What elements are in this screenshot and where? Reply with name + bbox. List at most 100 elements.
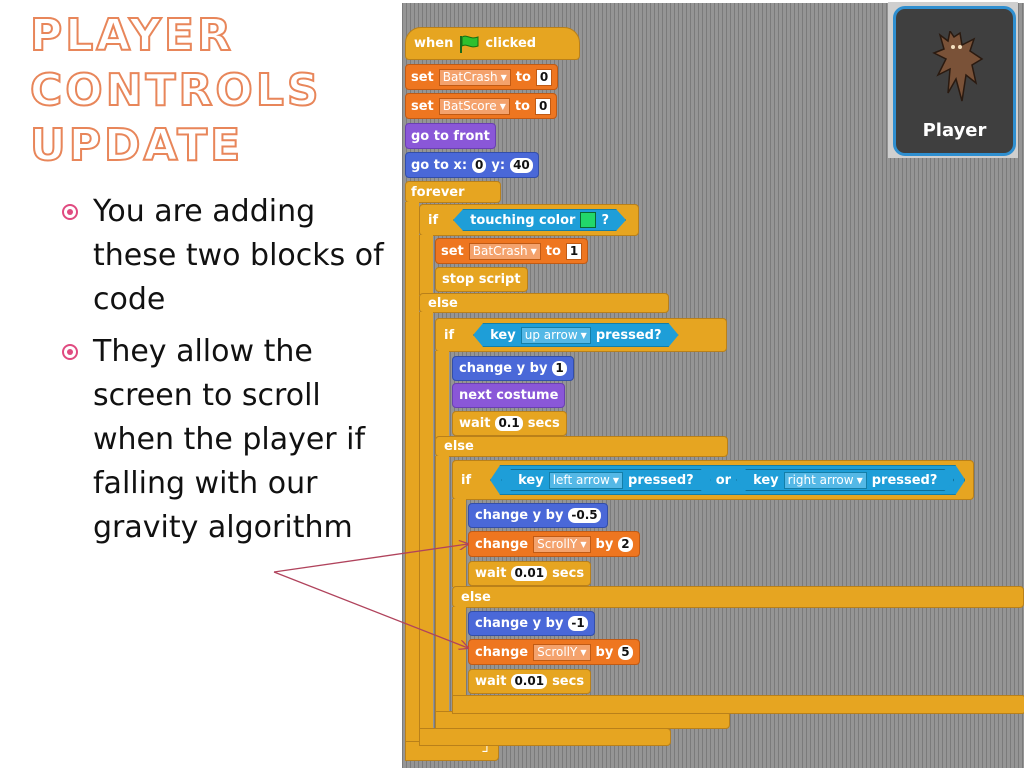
key-dropdown[interactable]: left arrow▼ [549,472,623,489]
wait-fall-block[interactable]: wait 0.01 secs [468,669,592,694]
by-label: by [595,536,614,552]
bullet-item: They allow the screen to scroll when the… [62,330,397,550]
var-dropdown[interactable]: ScrollY▼ [533,643,591,661]
else-label: else [444,439,474,454]
change-y-up-block[interactable]: change y by 1 [452,356,574,381]
wait-input[interactable]: 0.01 [511,566,548,581]
set-label: set [411,69,434,85]
var-name: ScrollY [537,536,578,551]
if-up-arrow-block[interactable]: if key up arrow▼ pressed? [435,318,727,352]
pressed-label: pressed? [628,472,694,488]
secs-label: secs [552,674,585,689]
else-label: else [428,295,458,311]
bullet-text: You are adding these two blocks of code [93,194,384,317]
if-left-right-arm [452,499,466,587]
secs-label: secs [527,416,560,431]
var-dropdown[interactable]: BatScore▼ [438,97,510,115]
set-label: set [441,243,464,259]
change-scrolly-lr-block[interactable]: change ScrollY▼ by 2 [468,531,640,557]
set-batcrash-block[interactable]: set BatCrash▼ to 0 [405,64,559,90]
key-label: key [518,472,544,488]
key-dropdown[interactable]: up arrow▼ [521,327,591,344]
key-name: left arrow [552,472,610,487]
title-line-1: PLAYER [29,9,234,62]
var-name: BatCrash [442,69,498,84]
bullet-text: They allow the screen to scroll when the… [93,334,366,545]
var-name: BatCrash [472,243,528,258]
else-middle-block[interactable]: else [435,436,728,457]
next-costume-block[interactable]: next costume [452,383,566,408]
forever-label: forever [411,184,465,200]
bat-sprite-icon [932,31,984,102]
var-name: ScrollY [537,644,578,659]
pressed-label: pressed? [871,472,938,488]
value-input[interactable]: 1 [565,242,583,260]
value-input[interactable]: 0 [535,97,552,115]
dropdown-arrow-icon: ▼ [500,72,507,82]
pressed-label: pressed? [595,327,662,343]
sprite-thumbnail[interactable]: Player [888,2,1018,158]
secs-label: secs [552,566,585,581]
set-batscore-block[interactable]: set BatScore▼ to 0 [405,93,558,119]
if-label: if [461,472,472,488]
change-y-input[interactable]: -1 [568,616,588,631]
else-inner-block[interactable]: else [452,586,1024,608]
if-up-arm [435,351,449,439]
change-by-input[interactable]: 2 [618,536,633,552]
wait-label: wait [459,416,491,431]
go-to-front-block[interactable]: go to front [405,123,496,149]
change-scrolly-fall-block[interactable]: change ScrollY▼ by 5 [468,639,640,665]
else-inner-arm [452,607,466,699]
change-y-input[interactable]: -0.5 [568,508,601,523]
key-name: up arrow [524,327,578,342]
key-left-pressed-block[interactable]: key left arrow▼ pressed? [501,469,711,491]
var-dropdown[interactable]: ScrollY▼ [533,535,591,553]
value-input[interactable]: 0 [535,68,553,86]
set-batcrash-hit-block[interactable]: set BatCrash▼ to 1 [435,238,589,264]
dropdown-arrow-icon: ▼ [856,475,863,485]
x-input[interactable]: 0 [472,157,487,173]
key-dropdown[interactable]: right arrow▼ [784,472,867,489]
color-swatch[interactable] [580,212,596,228]
when-flag-clicked-block[interactable]: when clicked [405,27,580,60]
key-label: key [490,327,516,343]
bullet-item: You are adding these two blocks of code [62,190,397,322]
dropdown-arrow-icon: ▼ [580,647,587,657]
if-touching-block[interactable]: if touching color ? [419,204,639,236]
var-dropdown[interactable]: BatCrash▼ [438,68,511,86]
touching-color-block[interactable]: touching color ? [453,209,626,231]
hat-clicked-label: clicked [485,36,537,51]
stop-script-label: stop script [442,272,521,287]
else-outer-arm [419,312,433,730]
var-dropdown[interactable]: BatCrash▼ [468,242,541,260]
y-input[interactable]: 40 [510,157,533,173]
wait-lr-block[interactable]: wait 0.01 secs [468,561,592,586]
sprite-name: Player [922,120,987,141]
bullet-icon [62,204,78,220]
wait-up-block[interactable]: wait 0.1 secs [452,411,567,436]
or-block[interactable]: key left arrow▼ pressed? or key right ar… [490,465,965,495]
key-up-pressed-block[interactable]: key up arrow▼ pressed? [473,323,678,347]
key-right-pressed-block[interactable]: key right arrow▼ pressed? [736,469,954,491]
go-to-xy-block[interactable]: go to x: 0 y: 40 [405,152,539,178]
forever-block[interactable]: forever [405,181,501,203]
if-touching-arm [419,235,433,295]
stop-script-block[interactable]: stop script [435,267,528,292]
change-by-input[interactable]: 5 [618,644,633,660]
wait-input[interactable]: 0.1 [495,416,523,431]
if-left-right-block[interactable]: if key left arrow▼ pressed? or key right… [452,460,974,500]
next-costume-label: next costume [459,388,559,403]
set-label: set [411,98,434,114]
sprite-frame[interactable]: Player [893,6,1016,156]
var-name: BatScore [442,98,497,113]
go-to-front-label: go to front [411,128,490,144]
touching-color-label: touching color [470,212,576,228]
change-label: change [475,536,529,552]
else-middle-arm [435,456,449,715]
change-y-lr-block[interactable]: change y by -0.5 [468,503,608,528]
wait-input[interactable]: 0.01 [511,674,548,689]
change-y-input[interactable]: 1 [552,361,567,376]
change-y-fall-block[interactable]: change y by -1 [468,611,595,636]
else-label: else [461,589,491,605]
else-outer-block[interactable]: else [419,293,669,313]
